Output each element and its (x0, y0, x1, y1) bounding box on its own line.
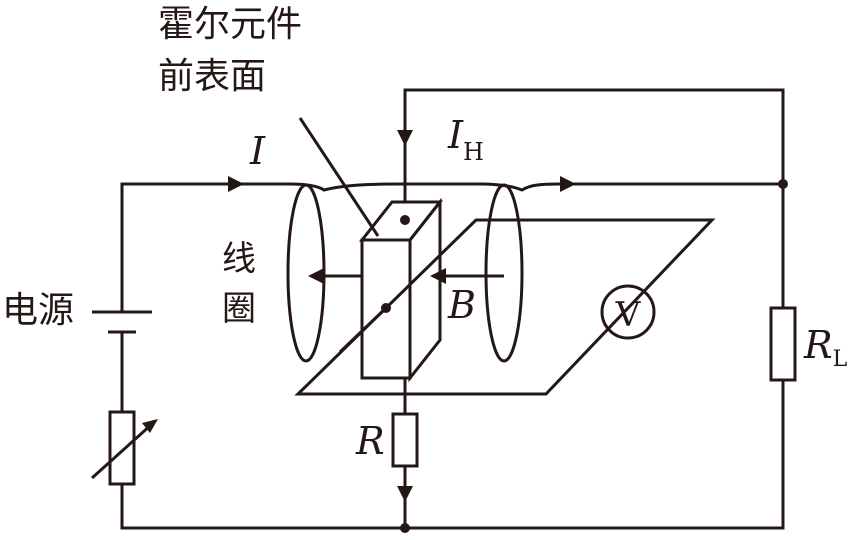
junction-bottom (400, 523, 410, 533)
voltmeter-lead (338, 306, 388, 354)
hall-current-arrow (397, 130, 413, 146)
load-sub: L (833, 347, 848, 372)
load-label: RL (803, 323, 848, 372)
r-current-arrow (397, 486, 413, 502)
coil-current-arrow (560, 176, 576, 192)
hall-element-front (360, 238, 412, 380)
wire-coil-top (289, 182, 783, 192)
rheostat-arrow-line (90, 422, 154, 480)
coil-right-ellipse (484, 183, 524, 363)
coil-label-2: 圈 (222, 289, 256, 329)
hall-element-right (408, 197, 442, 383)
hall-current-label: IH (447, 113, 484, 166)
hall-element-label: 霍尔元件 (158, 4, 302, 45)
source-loop (90, 176, 785, 530)
hall-current-sub: H (463, 138, 484, 166)
power-label: 电源 (2, 290, 74, 331)
voltmeter-label: V (615, 295, 642, 335)
front-surface-pointer (298, 117, 380, 237)
voltmeter: V (338, 284, 656, 354)
coil-label-1: 线 (222, 239, 256, 279)
resistor-r (391, 412, 419, 468)
field-arrow-left-head (308, 268, 324, 284)
current-arrow (228, 176, 244, 192)
front-surface-label: 前表面 (158, 56, 266, 97)
voltmeter-circle (600, 284, 656, 340)
load-branch (400, 179, 797, 533)
field-arrow-right-head (430, 268, 446, 284)
junction-right (778, 179, 788, 189)
current-label: I (249, 129, 266, 173)
wire-source-top (120, 182, 290, 312)
wire-bottom (120, 380, 785, 530)
field-label: B (447, 283, 476, 327)
rheostat-arrowhead (142, 419, 158, 433)
voltmeter-plane (294, 218, 716, 396)
top-contact-dot (400, 215, 410, 225)
hall-branch (391, 88, 785, 528)
resistor-label: R (355, 419, 385, 463)
rheostat (108, 410, 136, 486)
field-arrows (308, 268, 504, 284)
load-main: R (803, 323, 833, 367)
hall-current-main: I (447, 113, 464, 157)
resistor-rl (769, 306, 797, 382)
